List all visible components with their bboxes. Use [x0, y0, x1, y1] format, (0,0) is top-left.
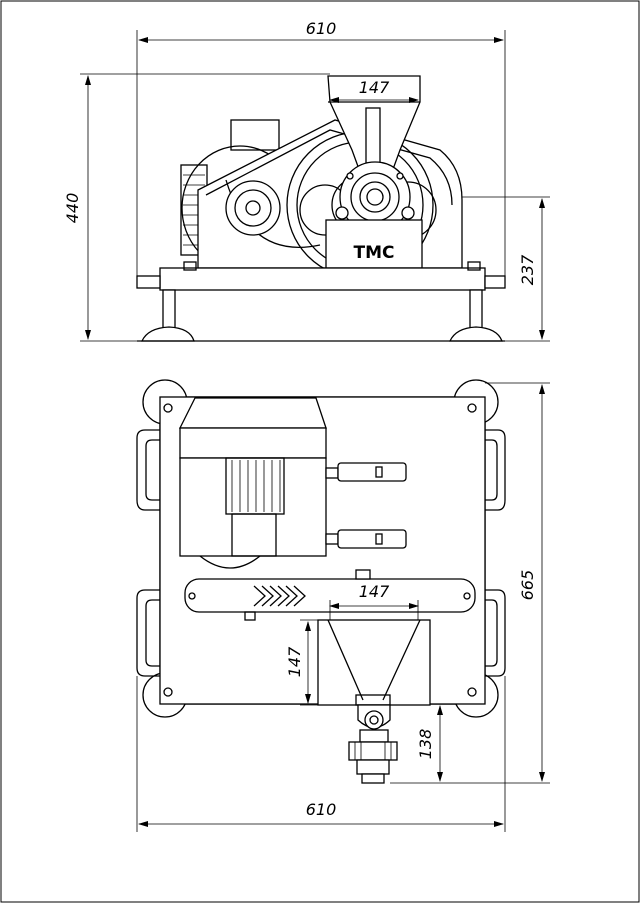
base-frame-front	[136, 261, 506, 342]
logo-tmc: TMC	[354, 243, 395, 263]
dimension-label-237: 237	[518, 254, 537, 285]
dimension-label-147-hopper-width-top: 147	[359, 582, 390, 601]
adjuster-slots	[325, 462, 407, 549]
dimension-shaft-height: 237	[455, 196, 550, 342]
side-handles	[136, 429, 506, 677]
hopper-front: 147	[327, 75, 421, 173]
small-pulley	[225, 180, 281, 236]
top-view: 147 147 665	[136, 379, 550, 832]
dimension-overall-width-top: 610	[136, 676, 506, 832]
outlet-spout-top	[348, 704, 398, 784]
dimension-label-665: 665	[518, 570, 537, 601]
dimension-label-440: 440	[63, 193, 82, 224]
hopper-top: 147 147	[285, 582, 431, 706]
dimension-label-147-hopper-depth-top: 147	[285, 646, 304, 677]
motor-top	[178, 397, 327, 569]
dimension-overall-width-front: 610	[136, 19, 506, 276]
dimension-overall-height: 440	[63, 73, 330, 342]
dimension-overall-depth: 665	[390, 382, 550, 784]
mill-head: TMC	[325, 161, 423, 269]
dimension-label-610-bottom: 610	[306, 800, 337, 819]
dimension-label-147-hopper-front: 147	[359, 78, 390, 97]
dimension-outlet-extension: 138	[416, 703, 448, 782]
dimension-label-610-top: 610	[306, 19, 337, 38]
dimension-label-138: 138	[416, 729, 435, 760]
front-view: 610 440 237	[63, 19, 550, 342]
